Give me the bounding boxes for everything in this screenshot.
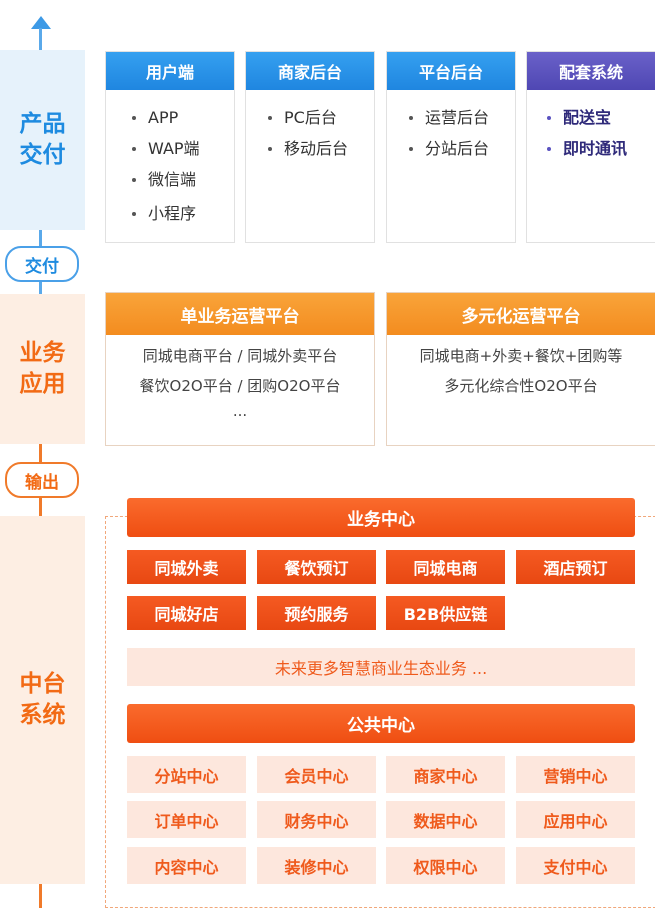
list-item: 运营后台 bbox=[409, 102, 515, 133]
axis-line-orange-1 bbox=[39, 444, 42, 462]
public-tile: 权限中心 bbox=[386, 847, 505, 884]
public-tile: 装修中心 bbox=[257, 847, 376, 884]
public-tile: 数据中心 bbox=[386, 801, 505, 838]
list-item: 分站后台 bbox=[409, 133, 515, 164]
product-column-merchant: 商家后台 PC后台 移动后台 bbox=[245, 51, 375, 243]
list-item: PC后台 bbox=[268, 102, 374, 133]
public-tile: 分站中心 bbox=[127, 756, 246, 793]
list-item: APP bbox=[132, 102, 234, 133]
platform-line: 餐饮O2O平台 / 团购O2O平台 bbox=[139, 377, 341, 395]
section-product-delivery: 产品 交付 bbox=[0, 50, 85, 230]
list-item: WAP端 bbox=[132, 133, 234, 164]
public-tile: 订单中心 bbox=[127, 801, 246, 838]
business-center-bar: 业务中心 bbox=[127, 498, 635, 537]
axis-line-orange-2 bbox=[39, 494, 42, 516]
list-item: 移动后台 bbox=[268, 133, 374, 164]
business-tile: 同城外卖 bbox=[127, 550, 246, 584]
public-tile: 会员中心 bbox=[257, 756, 376, 793]
product-column-user: 用户端 APP WAP端 微信端 小程序 bbox=[105, 51, 235, 243]
arrow-up-icon bbox=[31, 16, 51, 29]
platform-diversified: 多元化运营平台 同城电商+外卖+餐饮+团购等 多元化综合性O2O平台 bbox=[386, 292, 655, 446]
business-tile: 预约服务 bbox=[257, 596, 376, 630]
list-item: 配送宝 bbox=[547, 102, 655, 133]
platform-title: 多元化运营平台 bbox=[387, 293, 655, 335]
axis-line-blue-2 bbox=[39, 278, 42, 294]
platform-line: 多元化综合性O2O平台 bbox=[444, 377, 598, 395]
public-tile: 财务中心 bbox=[257, 801, 376, 838]
connector-deliver: 交付 bbox=[5, 246, 79, 282]
business-tile: 同城电商 bbox=[386, 550, 505, 584]
list-item: 小程序 bbox=[132, 198, 234, 229]
connector-output: 输出 bbox=[5, 462, 79, 498]
section-business-application: 业务 应用 bbox=[0, 294, 85, 444]
product-column-supporting: 配套系统 配送宝 即时通讯 bbox=[526, 51, 655, 243]
business-tile: 酒店预订 bbox=[516, 550, 635, 584]
public-tile: 商家中心 bbox=[386, 756, 505, 793]
public-tile: 应用中心 bbox=[516, 801, 635, 838]
axis-line-bottom bbox=[39, 884, 42, 908]
public-tile: 营销中心 bbox=[516, 756, 635, 793]
public-center-bar: 公共中心 bbox=[127, 704, 635, 743]
platform-line: ... bbox=[232, 402, 248, 420]
product-column-platform: 平台后台 运营后台 分站后台 bbox=[386, 51, 516, 243]
platform-single-business: 单业务运营平台 同城电商平台 / 同城外卖平台 餐饮O2O平台 / 团购O2O平… bbox=[105, 292, 375, 446]
platform-title: 单业务运营平台 bbox=[106, 293, 374, 335]
platform-line: 同城电商平台 / 同城外卖平台 bbox=[142, 347, 338, 365]
axis-line-top bbox=[39, 28, 42, 50]
public-tile: 内容中心 bbox=[127, 847, 246, 884]
business-tile: 餐饮预订 bbox=[257, 550, 376, 584]
column-title: 商家后台 bbox=[246, 52, 374, 90]
platform-line: 同城电商+外卖+餐饮+团购等 bbox=[419, 347, 623, 365]
list-item: 即时通讯 bbox=[547, 133, 655, 164]
business-tile: 同城好店 bbox=[127, 596, 246, 630]
list-item: 微信端 bbox=[132, 164, 234, 195]
column-title: 用户端 bbox=[106, 52, 234, 90]
future-business-note: 未来更多智慧商业生态业务 ... bbox=[127, 648, 635, 686]
column-title: 配套系统 bbox=[527, 52, 655, 90]
axis-line-blue-1 bbox=[39, 230, 42, 246]
public-tile: 支付中心 bbox=[516, 847, 635, 884]
business-tile: B2B供应链 bbox=[386, 596, 505, 630]
section-middle-platform: 中台 系统 bbox=[0, 516, 85, 884]
column-title: 平台后台 bbox=[387, 52, 515, 90]
